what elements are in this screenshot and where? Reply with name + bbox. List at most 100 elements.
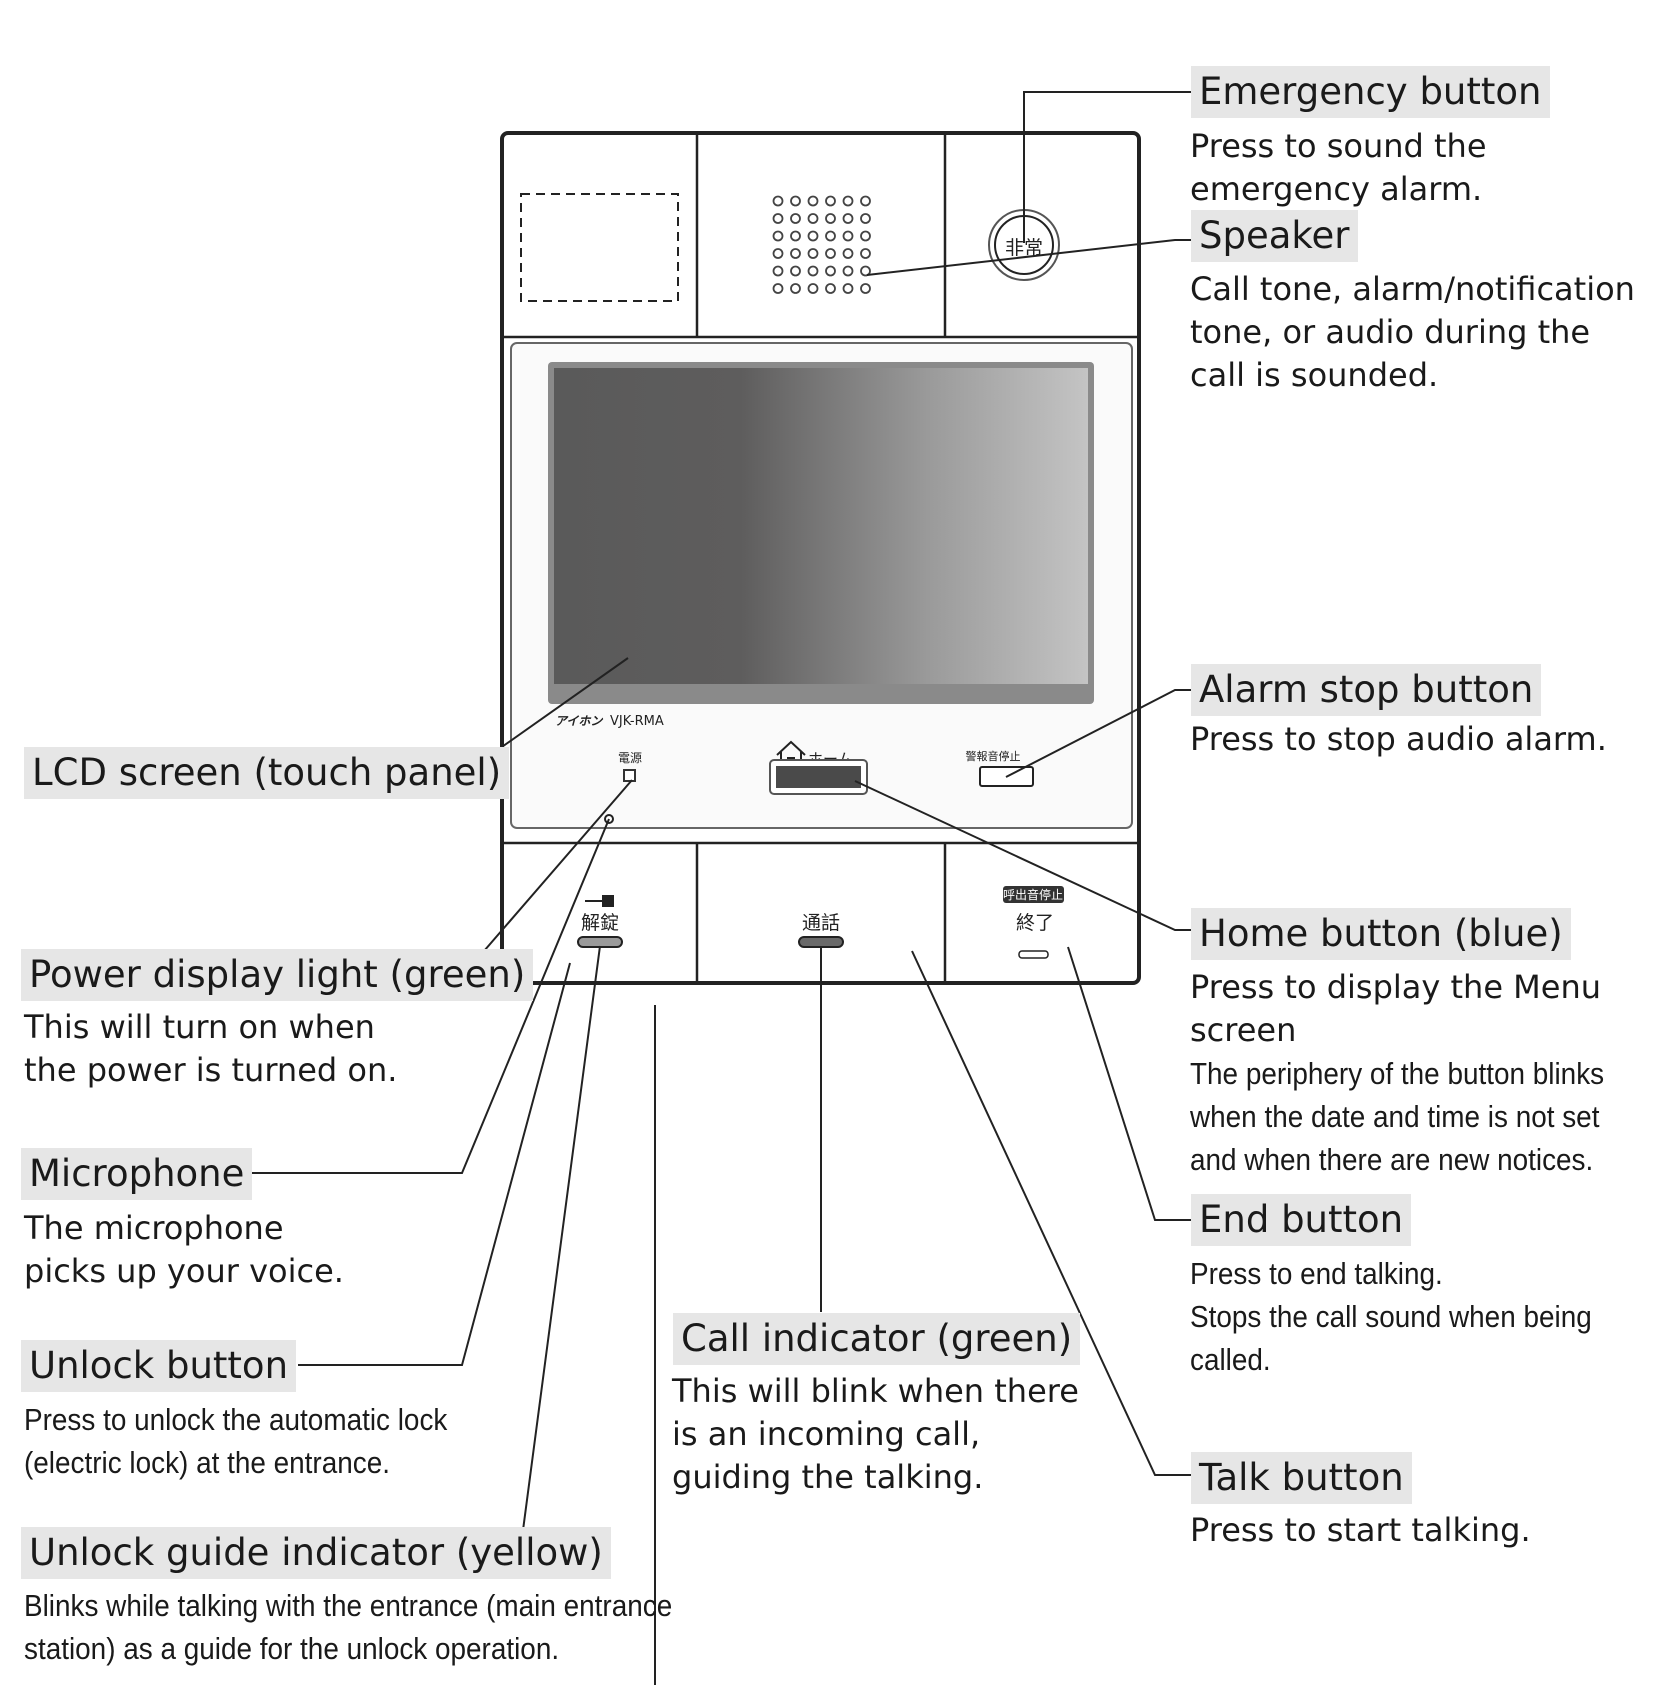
unlock-button-label: Unlock button <box>21 1340 297 1392</box>
home-button[interactable]: ホーム <box>769 740 868 795</box>
speaker-hole <box>825 265 836 277</box>
alarm-stop-button-desc: Press to stop audio alarm. <box>1190 718 1607 761</box>
home-button-note: The periphery of the button blinks when … <box>1190 1052 1604 1181</box>
talk-button-desc: Press to start talking. <box>1190 1509 1531 1552</box>
speaker-hole <box>842 283 854 294</box>
speaker-hole <box>825 283 836 294</box>
speaker-hole <box>790 265 801 277</box>
speaker-hole <box>772 265 784 277</box>
speaker-hole <box>772 195 784 207</box>
speaker-hole <box>807 265 819 277</box>
model-label: VJK-RMA <box>610 714 664 729</box>
speaker-hole <box>807 195 819 207</box>
desc-line: Stops the call sound when being <box>1190 1299 1592 1334</box>
desc-line: tone, or audio during the <box>1190 313 1591 351</box>
microphone-label: Microphone <box>21 1148 253 1200</box>
speaker-hole <box>790 248 801 259</box>
speaker-hole <box>860 230 871 242</box>
desc-line: Blinks while talking with the entrance (… <box>24 1588 673 1623</box>
speaker-hole <box>860 265 871 277</box>
speaker-hole <box>860 283 871 294</box>
talk-leader <box>911 950 1193 1476</box>
desc-line: guiding the talking. <box>672 1458 984 1496</box>
speaker-label: Speaker <box>1191 210 1358 262</box>
speaker-hole <box>825 230 836 242</box>
speaker-hole <box>860 248 871 259</box>
desc-line: picks up your voice. <box>24 1252 344 1290</box>
desc-line: The periphery of the button blinks <box>1190 1056 1605 1091</box>
call-stop-glyph: 呼出音停止 <box>1003 887 1063 902</box>
intercom-device: 非常 アイホン VJK-RMA 電源 ホーム 警報音停止 <box>500 131 1141 985</box>
speaker-hole <box>807 230 819 242</box>
speaker-leader <box>866 239 1193 276</box>
key-icon <box>585 895 614 907</box>
end-leader <box>1067 946 1193 1221</box>
desc-line: and when there are new notices. <box>1190 1142 1594 1177</box>
talk-button-label: Talk button <box>1191 1452 1412 1504</box>
speaker-hole <box>790 283 801 294</box>
speaker-grille <box>772 195 871 294</box>
unlock-button[interactable]: 解錠 <box>577 895 623 948</box>
desc-line: the power is turned on. <box>24 1051 398 1089</box>
speaker-hole <box>842 213 854 224</box>
home-button-desc: Press to display the Menu screen <box>1190 966 1601 1052</box>
call-indicator-label: Call indicator (green) <box>673 1313 1081 1365</box>
leader-lines <box>247 91 1193 1685</box>
microphone-leader <box>247 818 610 1174</box>
speaker-hole <box>807 248 819 259</box>
lcd-screen-label: LCD screen (touch panel) <box>24 747 510 799</box>
desc-line: emergency alarm. <box>1190 170 1483 208</box>
desc-line: The microphone <box>24 1209 284 1247</box>
end-button[interactable]: 呼出音停止 終了 <box>1003 886 1064 959</box>
label-area <box>520 193 679 302</box>
power-light-label: Power display light (green) <box>21 949 534 1001</box>
end-button-desc: Press to end talking. Stops the call sou… <box>1190 1252 1592 1381</box>
desc-line: This will turn on when <box>24 1008 375 1046</box>
brand-logo: アイホン <box>555 714 603 728</box>
desc-line: Press to unlock the automatic lock <box>24 1402 448 1437</box>
desc-line: Press to stop audio alarm. <box>1190 720 1607 758</box>
alarm-stop-glyph: 警報音停止 <box>966 749 1021 763</box>
speaker-hole <box>842 195 854 207</box>
speaker-hole <box>860 195 871 207</box>
speaker-hole <box>790 230 801 242</box>
unlock-guide-desc: Blinks while talking with the entrance (… <box>24 1584 672 1670</box>
desc-line: Press to start talking. <box>1190 1511 1531 1549</box>
speaker-hole <box>825 248 836 259</box>
emergency-button-desc: Press to sound the emergency alarm. <box>1190 125 1487 211</box>
desc-line: is an incoming call, <box>672 1415 981 1453</box>
speaker-hole <box>842 265 854 277</box>
speaker-hole <box>772 248 784 259</box>
unlock-leader <box>298 962 571 1366</box>
desc-line: (electric lock) at the entrance. <box>24 1445 390 1480</box>
alarm-stop-button-label: Alarm stop button <box>1191 664 1542 716</box>
speaker-hole <box>772 230 784 242</box>
power-light <box>623 769 636 782</box>
speaker-hole <box>807 213 819 224</box>
desc-line: screen <box>1190 1011 1297 1049</box>
unlock-button-desc: Press to unlock the automatic lock (elec… <box>24 1398 447 1484</box>
power-glyph: 電源 <box>618 751 642 765</box>
lcd-screen[interactable] <box>554 368 1088 684</box>
speaker-hole <box>825 213 836 224</box>
speaker-hole <box>842 230 854 242</box>
unlock-guide-label: Unlock guide indicator (yellow) <box>21 1527 611 1579</box>
speaker-hole <box>790 195 801 207</box>
home-button-label: Home button (blue) <box>1191 908 1571 960</box>
desc-line: Press to display the Menu <box>1190 968 1602 1006</box>
call-indicator-light <box>798 936 844 948</box>
emergency-leader <box>1023 91 1193 243</box>
speaker-hole <box>772 213 784 224</box>
desc-line: call is sounded. <box>1190 356 1439 394</box>
unlock-glyph: 解錠 <box>581 912 619 934</box>
desc-line: Press to end talking. <box>1190 1256 1443 1291</box>
speaker-hole <box>860 213 871 224</box>
speaker-hole <box>842 248 854 259</box>
speaker-hole <box>825 195 836 207</box>
talk-button[interactable]: 通話 <box>798 912 844 948</box>
emergency-glyph: 非常 <box>1005 237 1043 259</box>
microphone-desc: The microphone picks up your voice. <box>24 1207 344 1293</box>
desc-line: This will blink when there <box>672 1372 1079 1410</box>
speaker-hole <box>790 213 801 224</box>
